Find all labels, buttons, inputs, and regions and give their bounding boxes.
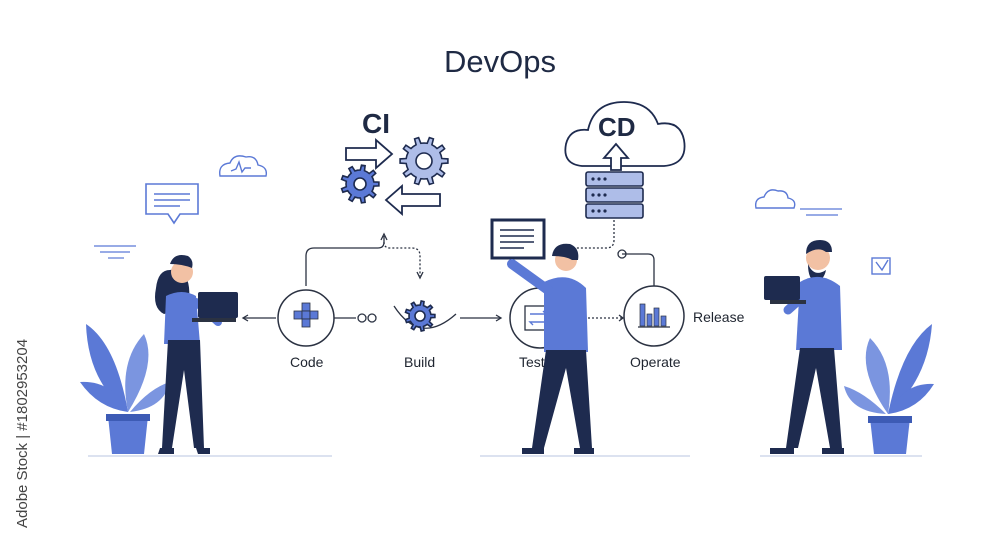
potted-plant-left (80, 324, 170, 454)
release-label: Release (693, 309, 745, 325)
cloud-signal-icon (219, 155, 268, 177)
stage-label-operate: Operate (630, 354, 681, 370)
potted-plant-right (844, 324, 934, 454)
stage-label-code: Code (290, 354, 324, 370)
build-gear-icon (404, 300, 436, 332)
server-rack-icon (585, 171, 644, 219)
speed-lines-right (800, 208, 842, 216)
gear-icon-large (399, 136, 449, 186)
stage-label-test: Test (519, 354, 545, 370)
speed-lines-left (94, 245, 136, 259)
gear-icon-small (340, 164, 380, 204)
cloud-icon-right (754, 189, 796, 209)
ci-label: CI (362, 108, 390, 139)
ci-arrows-icon (345, 138, 441, 216)
upload-arrow-icon (602, 142, 630, 171)
person-woman-laptop (155, 255, 238, 454)
operate-stage (623, 285, 685, 347)
person-man-board (490, 218, 594, 454)
cloud-upload-icon (564, 101, 686, 167)
page-title: DevOps (444, 44, 556, 79)
network-node-icon (871, 257, 891, 275)
code-stage (277, 289, 335, 347)
person-man-laptop (764, 240, 844, 454)
cd-label: CD (598, 112, 636, 142)
watermark-text: Adobe Stock | #1802953204 (14, 338, 31, 528)
chat-bubble-icon (145, 183, 199, 225)
stage-label-build: Build (404, 354, 436, 370)
